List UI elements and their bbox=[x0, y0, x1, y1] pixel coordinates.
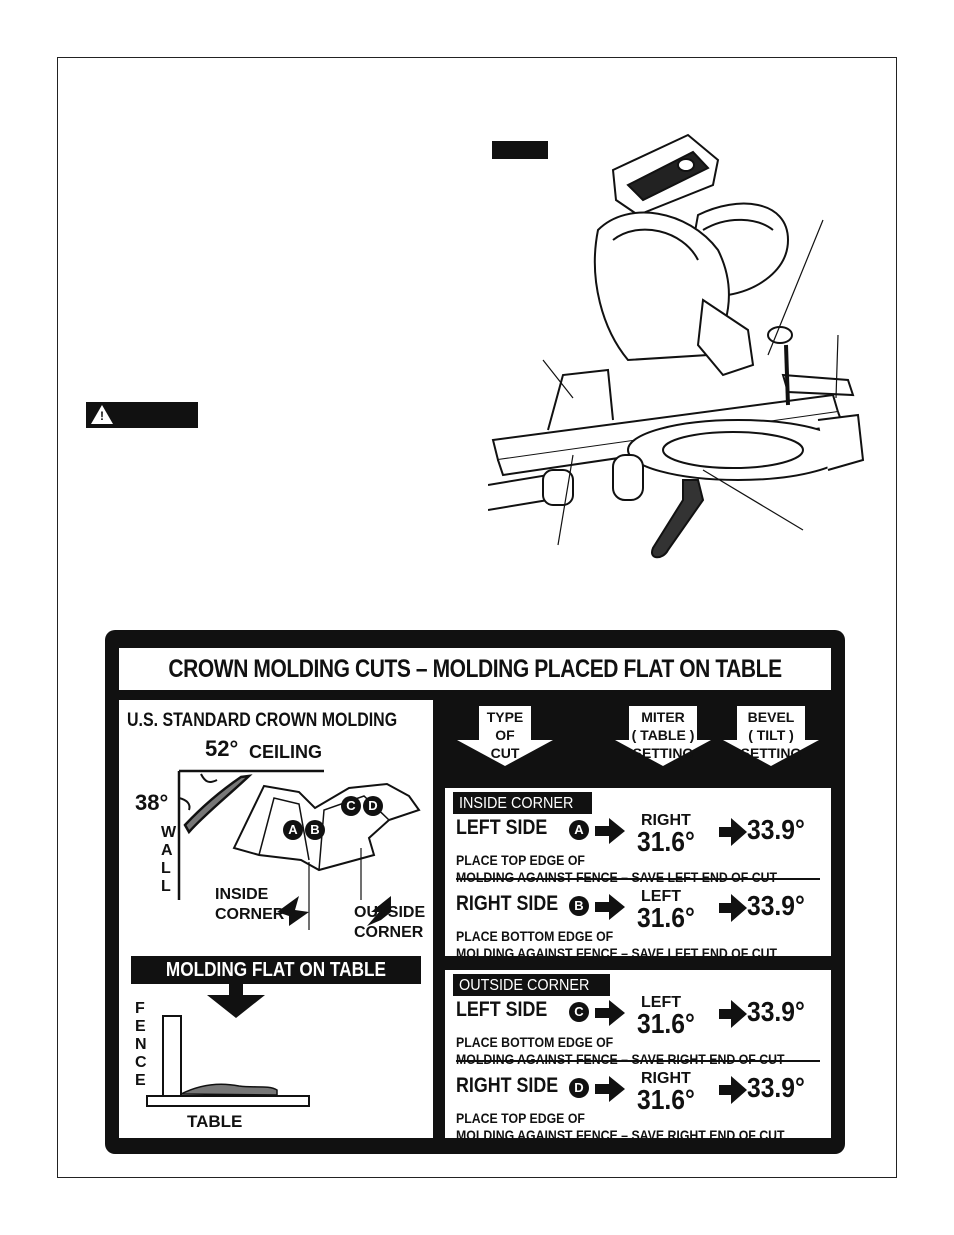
wall-letter: L bbox=[161, 878, 171, 895]
wall-letter: W bbox=[161, 824, 177, 841]
marker-a: A bbox=[283, 820, 303, 840]
arrow-right-icon bbox=[595, 1076, 625, 1102]
decal-title: CROWN MOLDING CUTS – MOLDING PLACED FLAT… bbox=[168, 654, 782, 683]
fence-letter: F bbox=[135, 1000, 145, 1017]
wall-letter: A bbox=[161, 842, 173, 859]
cut-row-d: RIGHT SIDE D RIGHT 31.6° 33.9° PLACE TOP… bbox=[456, 1070, 805, 1143]
marker-a: A bbox=[569, 820, 589, 840]
marker-c: C bbox=[569, 1002, 589, 1022]
page-frame bbox=[57, 57, 897, 1178]
miter-saw-illustration bbox=[488, 133, 865, 559]
warning-tag: ! bbox=[86, 402, 198, 428]
molding-flat-title: MOLDING FLAT ON TABLE bbox=[165, 958, 387, 981]
arrow-right-icon bbox=[595, 818, 625, 844]
wall-letter: L bbox=[161, 860, 171, 877]
col-head-bevel: BEVEL ( TILT ) SETTING bbox=[723, 706, 819, 766]
wall-angle: 38° bbox=[135, 790, 169, 815]
cut-row-b: RIGHT SIDE B LEFT 31.6° 33.9° PLACE BOTT… bbox=[456, 888, 805, 961]
outside-corner-label-2: CORNER bbox=[354, 924, 424, 941]
col-head-type: TYPE OF CUT bbox=[457, 706, 553, 766]
fence-letter: C bbox=[135, 1054, 147, 1071]
molding-flat-bar: MOLDING FLAT ON TABLE bbox=[131, 956, 421, 984]
inside-corner-tag: INSIDE CORNER bbox=[453, 792, 593, 814]
crown-molding-decal: CROWN MOLDING CUTS – MOLDING PLACED FLAT… bbox=[105, 630, 845, 1154]
molding-diagram-panel: U.S. STANDARD CROWN MOLDING 52° CEILING … bbox=[119, 700, 433, 1138]
inside-corner-group: INSIDE CORNER LEFT SIDE A RIGHT 31.6° 33… bbox=[445, 788, 831, 961]
arrow-right-icon bbox=[719, 818, 747, 846]
inside-corner-label-2: CORNER bbox=[215, 906, 285, 923]
figure-tag bbox=[492, 141, 548, 159]
crown-molding-diagram bbox=[146, 769, 421, 1107]
marker-c: C bbox=[341, 796, 361, 816]
cut-row-a: LEFT SIDE A RIGHT 31.6° 33.9° PLACE TOP … bbox=[456, 812, 805, 885]
marker-d: D bbox=[363, 796, 383, 816]
arrow-right-icon bbox=[719, 894, 747, 922]
fence-letter: E bbox=[135, 1018, 146, 1035]
table-label: TABLE bbox=[187, 1112, 243, 1131]
arrow-right-icon bbox=[719, 1000, 747, 1028]
marker-b: B bbox=[569, 896, 589, 916]
outside-corner-group: OUTSIDE CORNER LEFT SIDE C LEFT 31.6° 33… bbox=[445, 970, 831, 1143]
decal-title-box: CROWN MOLDING CUTS – MOLDING PLACED FLAT… bbox=[119, 648, 831, 690]
inside-corner-label-1: INSIDE bbox=[215, 886, 269, 903]
fence-letter: E bbox=[135, 1072, 146, 1089]
outside-corner-label-1: OUTSIDE bbox=[354, 904, 426, 921]
standard-molding-heading: U.S. STANDARD CROWN MOLDING bbox=[127, 710, 398, 731]
warning-icon bbox=[91, 405, 113, 424]
marker-d: D bbox=[569, 1078, 589, 1098]
ceiling-angle: 52° bbox=[205, 736, 239, 761]
marker-b: B bbox=[305, 820, 325, 840]
cut-row-c: LEFT SIDE C LEFT 31.6° 33.9° PLACE BOTTO… bbox=[456, 994, 805, 1067]
outside-corner-tag: OUTSIDE CORNER bbox=[453, 974, 610, 996]
arrow-right-icon bbox=[595, 1000, 625, 1026]
arrow-right-icon bbox=[719, 1076, 747, 1104]
ceiling-label: CEILING bbox=[249, 742, 323, 762]
col-head-miter: MITER ( TABLE ) SETTING bbox=[615, 706, 711, 766]
arrow-right-icon bbox=[595, 894, 625, 920]
fence-letter: N bbox=[135, 1036, 147, 1053]
